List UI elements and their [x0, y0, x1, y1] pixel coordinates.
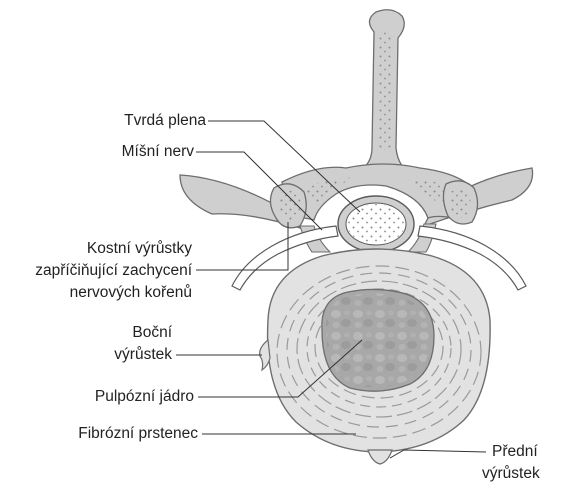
label-dura: Tvrdá plena [124, 110, 206, 131]
label-lateral-osteophyte-line2: výrůstek [114, 344, 172, 365]
label-anterior-osteophyte-line2: výrůstek [482, 463, 540, 484]
label-annulus-fibrosus: Fibrózní prstenec [78, 423, 198, 444]
label-nucleus-pulposus: Pulpózní jádro [95, 386, 194, 407]
anterior-osteophyte [368, 450, 392, 464]
spinous-process [330, 10, 420, 182]
label-spinal-nerve: Míšní nerv [122, 141, 194, 162]
label-bone-spurs-line1: Kostní výrůstky [87, 238, 192, 259]
label-anterior-osteophyte-line1: Přední [492, 441, 538, 462]
label-lateral-osteophyte-line1: Boční [132, 322, 172, 343]
label-bone-spurs-line2: zapříčiňující zachycení [35, 260, 192, 281]
label-bone-spurs-line3: nervových kořenů [70, 282, 192, 303]
